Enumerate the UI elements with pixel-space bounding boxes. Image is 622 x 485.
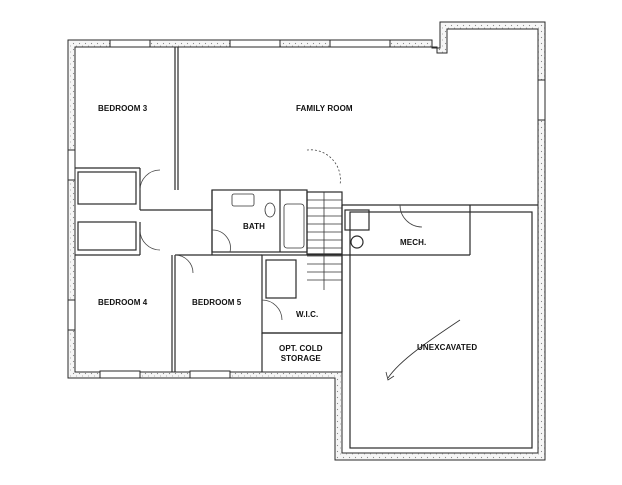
bath-fixtures <box>231 193 305 249</box>
label-cold-storage-line1: OPT. COLD <box>279 344 323 353</box>
label-family-room: FAMILY ROOM <box>296 104 353 113</box>
windows <box>67 39 546 379</box>
label-wic: W.I.C. <box>296 310 319 319</box>
exterior-wall <box>67 21 546 461</box>
stair-treads <box>307 192 342 290</box>
label-mech: MECH. <box>400 238 427 247</box>
unexcavated-arrow <box>385 319 461 381</box>
label-unexcavated: UNEXCAVATED <box>417 343 478 352</box>
label-bedroom-5: BEDROOM 5 <box>192 298 242 307</box>
label-bath: BATH <box>243 222 266 231</box>
label-cold-storage: OPT. COLD STORAGE <box>279 344 323 364</box>
label-cold-storage-line2: STORAGE <box>280 354 321 363</box>
label-bedroom-3: BEDROOM 3 <box>98 104 148 113</box>
interior-walls <box>75 47 538 449</box>
label-bedroom-4: BEDROOM 4 <box>98 298 148 307</box>
door-swings <box>139 149 423 321</box>
